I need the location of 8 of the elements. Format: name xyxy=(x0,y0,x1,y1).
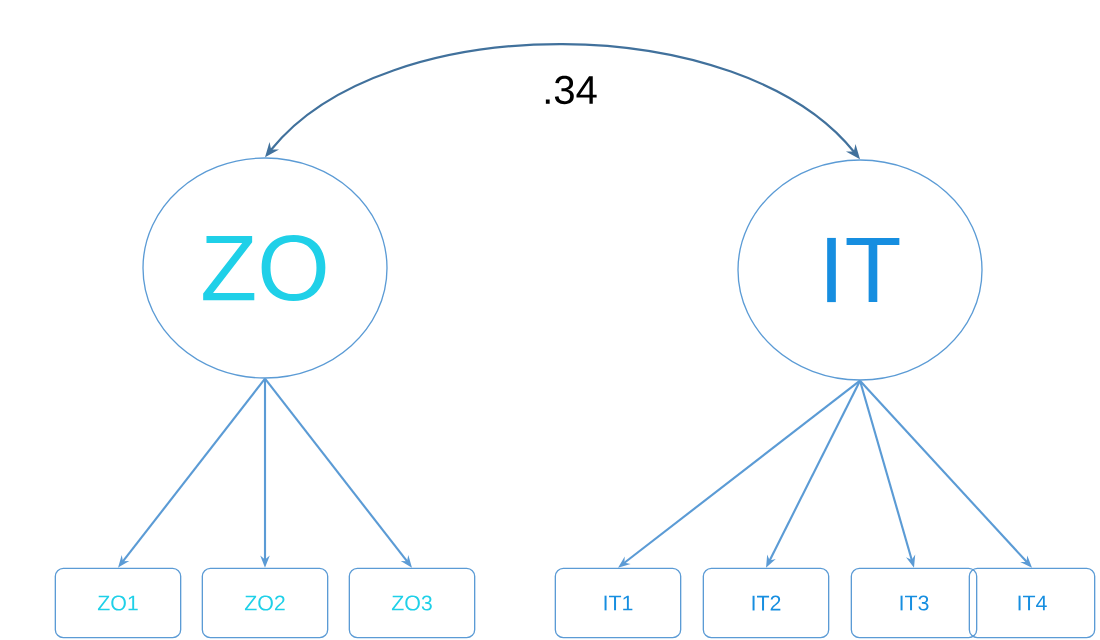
indicator-box: IT2 xyxy=(702,567,830,639)
indicator-box: ZO2 xyxy=(201,567,329,639)
indicator-box: IT4 xyxy=(968,567,1096,639)
indicator-box: IT1 xyxy=(554,567,682,639)
indicator-box: ZO3 xyxy=(348,567,476,639)
indicator-box: IT3 xyxy=(850,567,978,639)
indicator-box: ZO1 xyxy=(54,567,182,639)
edge-label: .34 xyxy=(539,73,601,107)
